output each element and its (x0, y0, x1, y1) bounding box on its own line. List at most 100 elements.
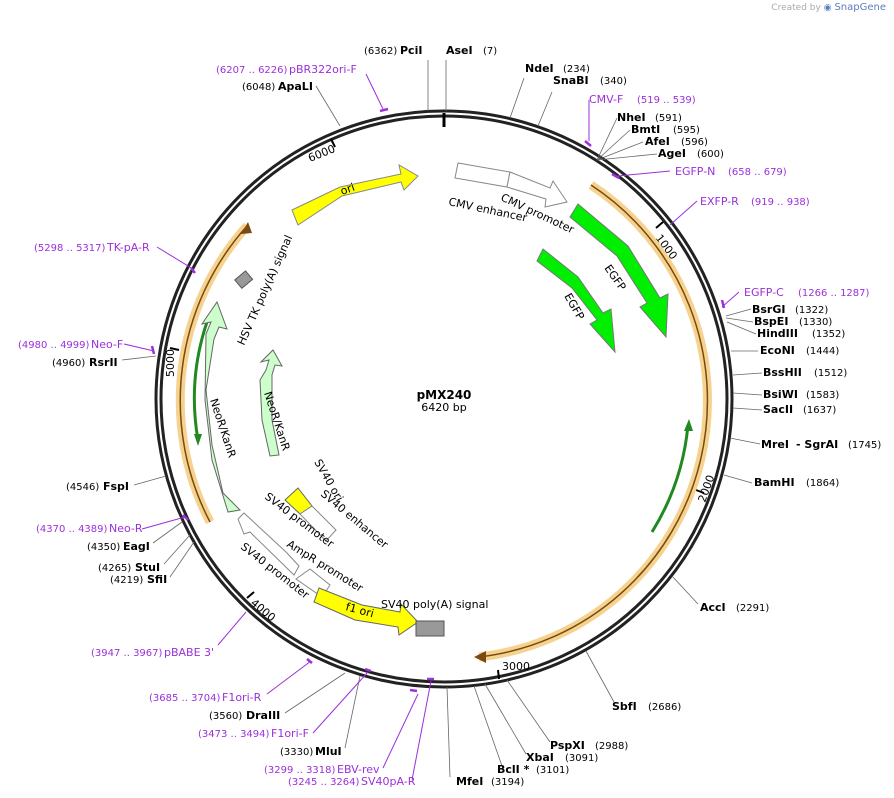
leader-fspi (133, 475, 167, 486)
tick-label-6000: 6000 (306, 142, 337, 165)
site-pos-bmti: (595) (673, 125, 700, 136)
primer-line-egfpn (617, 170, 671, 177)
site-name-mfei: MfeI (456, 775, 483, 788)
egfp-thin-arrowhead (684, 419, 693, 431)
leader-bsrgi (725, 308, 752, 317)
site-name-pcii: PciI (400, 44, 422, 57)
tick-2000 (695, 489, 705, 494)
feature-f1-ori (313, 587, 419, 636)
site-name-eagi: EagI (123, 540, 150, 553)
site-name-fspi: FspI (103, 480, 129, 493)
leader-sacii (732, 407, 763, 411)
primer-line-pbr322 (365, 73, 384, 110)
primer-line-exfpr (669, 200, 698, 226)
leader-acci (671, 575, 699, 605)
primer-pos-exfpr: (919 .. 938) (751, 197, 810, 208)
primer-name-pbabe: pBABE 3' (164, 646, 214, 659)
plasmid-size: 6420 bp (421, 401, 466, 414)
site-pos-bspei: (1330) (799, 317, 832, 328)
snapgene-logo-icon: ◉ (823, 3, 832, 13)
orf-egfp-arrowhead (474, 651, 486, 663)
site-pos-sgrai: (1745) (848, 440, 881, 451)
site-name-sgrai: - SgrAI (796, 438, 838, 451)
leader-mfei (446, 686, 451, 778)
primer-mark-f1orif (364, 667, 372, 673)
site-pos-sbfi: (2686) (648, 702, 681, 713)
feature-label-sv40-polya: SV40 poly(A) signal (381, 598, 488, 611)
tick-label-5000: 5000 (164, 349, 177, 377)
site-name-hindiii: HindIII (757, 327, 798, 340)
primer-mark-neof (150, 345, 156, 355)
site-pos-pspxi: (2988) (595, 741, 628, 752)
site-name-mrei: MreI (761, 438, 789, 451)
primer-name-neof: Neo-F (91, 338, 123, 351)
site-name-mlui: MluI (315, 745, 342, 758)
site-name-sfii: SfiI (147, 573, 167, 586)
leader-mrei (729, 437, 761, 445)
feature-neor-outer (200, 300, 242, 513)
primer-mark-egfpn (611, 172, 620, 180)
primer-pos-f1orif: (3473 .. 3494) (198, 729, 270, 740)
site-pos-apali: (6048) (242, 82, 275, 93)
site-name-bmti: BmtI (631, 123, 660, 136)
primer-mark-pbr322 (379, 107, 389, 113)
site-pos-mfei: (3194) (491, 777, 524, 788)
site-pos-xbai: (3091) (565, 753, 598, 764)
orf-neo-line (179, 225, 248, 523)
tick-label-4000: 4000 (248, 596, 278, 624)
site-pos-bsrgi: (1322) (795, 305, 828, 316)
site-pos-bsiwi: (1583) (806, 390, 839, 401)
site-name-sacii: SacII (763, 403, 793, 416)
primer-pos-cmvf: (519 .. 539) (637, 95, 696, 106)
tick-marks (169, 138, 705, 680)
site-name-rsrii: RsrII (89, 356, 118, 369)
site-name-bsrgi: BsrGI (752, 303, 785, 316)
site-pos-afei: (596) (681, 137, 708, 148)
tick-1000 (655, 221, 664, 229)
leader-draiii (284, 672, 346, 714)
plasmid-name: pMX240 (417, 388, 472, 402)
feature-neor-inner (259, 349, 283, 457)
leader-eagi (152, 521, 183, 544)
backbone-outer (154, 109, 734, 689)
leader-sbfi (585, 650, 615, 703)
primer-pos-ebvrev: (3299 .. 3318) (264, 765, 336, 776)
primer-name-egfpc: EGFP-C (744, 286, 784, 299)
credit-prefix: Created by (771, 3, 821, 13)
site-pos-asei: (7) (483, 46, 497, 57)
restriction-sites: (6362) PciI AseI (7) NdeI (234) SnaBI (3… (52, 44, 881, 788)
primer-line-egfpc (721, 291, 740, 308)
site-pos-rsrii: (4960) (52, 358, 85, 369)
leader-nhei-agei-3 (596, 141, 644, 161)
primer-line-f1orif (312, 671, 369, 734)
leader-sfii (169, 541, 195, 578)
leader-bcli (473, 685, 503, 767)
site-pos-eagi: (4350) (87, 542, 120, 553)
primer-name-neor: Neo-R (109, 522, 143, 535)
site-name-bsiwi: BsiWI (763, 388, 798, 401)
primer-name-f1orif: F1ori-F (271, 727, 309, 740)
site-pos-bcli: (3101) (536, 765, 569, 776)
leader-stui (163, 534, 191, 565)
primer-line-f1orir (266, 660, 312, 695)
leader-nhei-agei (596, 117, 618, 161)
credit-brand: SnapGene (834, 2, 886, 13)
site-pos-nhei: (591) (655, 113, 682, 124)
site-pos-mlui: (3330) (280, 747, 313, 758)
tick-4000 (246, 591, 255, 599)
site-pos-bsshii: (1512) (814, 368, 847, 379)
feature-label-ori: ori (339, 181, 357, 198)
site-name-draiii: DraIII (246, 709, 280, 722)
site-pos-sfii: (4219) (110, 575, 143, 586)
leader-nhei-agei-2 (596, 129, 631, 161)
orf-neo-arrowhead (241, 222, 252, 234)
feature-sv40-polya-box (415, 620, 445, 637)
primer-name-egfpn: EGFP-N (675, 165, 715, 178)
site-name-stui: StuI (135, 561, 160, 574)
site-pos-bamhi: (1864) (806, 478, 839, 489)
feature-egfp-outer (569, 203, 669, 339)
primer-labels: (6207 .. 6226) pBR322ori-F CMV-F (519 ..… (18, 63, 870, 788)
primer-name-f1orir: F1ori-R (222, 691, 262, 704)
feature-hsv-tk-polya-box (234, 270, 254, 290)
primer-name-ebvrev: EBV-rev (337, 763, 380, 776)
